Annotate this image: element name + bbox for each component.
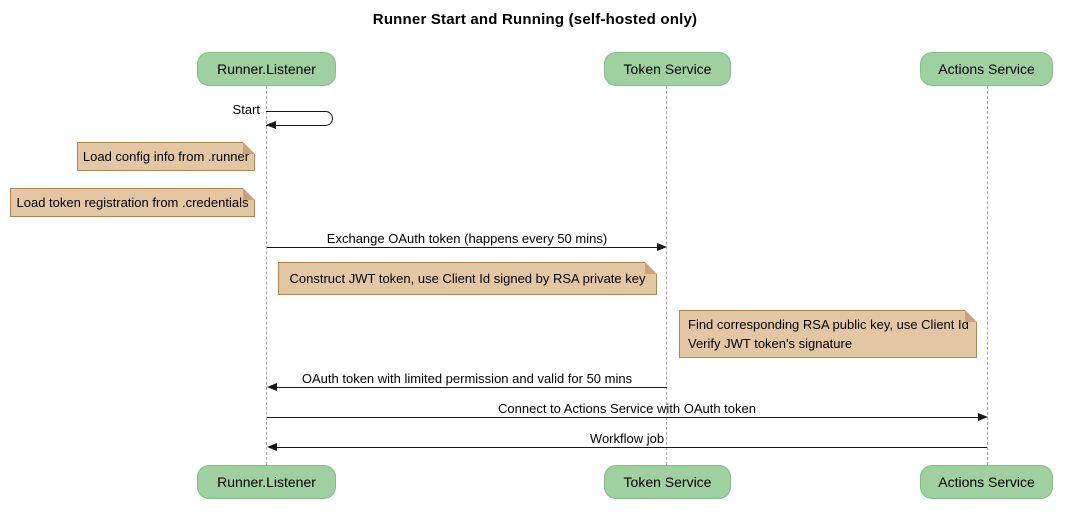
note-line: Load token registration from .credential…	[16, 195, 249, 210]
note-line: Find corresponding RSA public key, use C…	[688, 317, 969, 332]
participant-actions-service-bottom: Actions Service	[920, 465, 1053, 499]
note-line: Load config info from .runner	[82, 149, 250, 164]
note-load-token-registration: Load token registration from .credential…	[10, 188, 255, 217]
note-line: Verify JWT token's signature	[688, 336, 853, 351]
message-line	[277, 387, 667, 388]
arrowhead-left-icon	[267, 383, 277, 391]
lifeline-runner-listener	[266, 86, 267, 465]
arrowhead-right-icon	[657, 243, 667, 251]
participant-runner-listener-bottom: Runner.Listener	[197, 465, 336, 499]
note-verify-jwt: Find corresponding RSA public key, use C…	[679, 310, 977, 358]
note-load-config: Load config info from .runner	[77, 142, 255, 171]
lifeline-actions-service	[987, 86, 988, 465]
note-construct-jwt: Construct JWT token, use Client Id signe…	[278, 262, 657, 295]
participant-token-service-top: Token Service	[604, 52, 731, 86]
arrowhead-left-icon	[267, 443, 277, 451]
message-label-workflow-job: Workflow job	[589, 431, 665, 446]
participant-runner-listener-top: Runner.Listener	[197, 52, 336, 86]
participant-token-service-bottom: Token Service	[604, 465, 731, 499]
message-line	[267, 247, 658, 248]
arrowhead-left-icon	[266, 121, 276, 129]
message-label-exchange-oauth: Exchange OAuth token (happens every 50 m…	[326, 231, 608, 246]
self-message-loop	[266, 111, 333, 126]
participant-actions-service-top: Actions Service	[920, 52, 1053, 86]
message-label-start: Start	[232, 102, 260, 117]
lifeline-token-service	[666, 86, 667, 465]
note-line: Construct JWT token, use Client Id signe…	[289, 271, 646, 286]
message-line	[277, 447, 987, 448]
diagram-title: Runner Start and Running (self-hosted on…	[372, 11, 698, 28]
arrowhead-right-icon	[978, 413, 988, 421]
message-line	[267, 417, 978, 418]
message-label-oauth-token-back: OAuth token with limited permission and …	[301, 371, 633, 386]
message-label-connect-actions: Connect to Actions Service with OAuth to…	[498, 401, 756, 416]
